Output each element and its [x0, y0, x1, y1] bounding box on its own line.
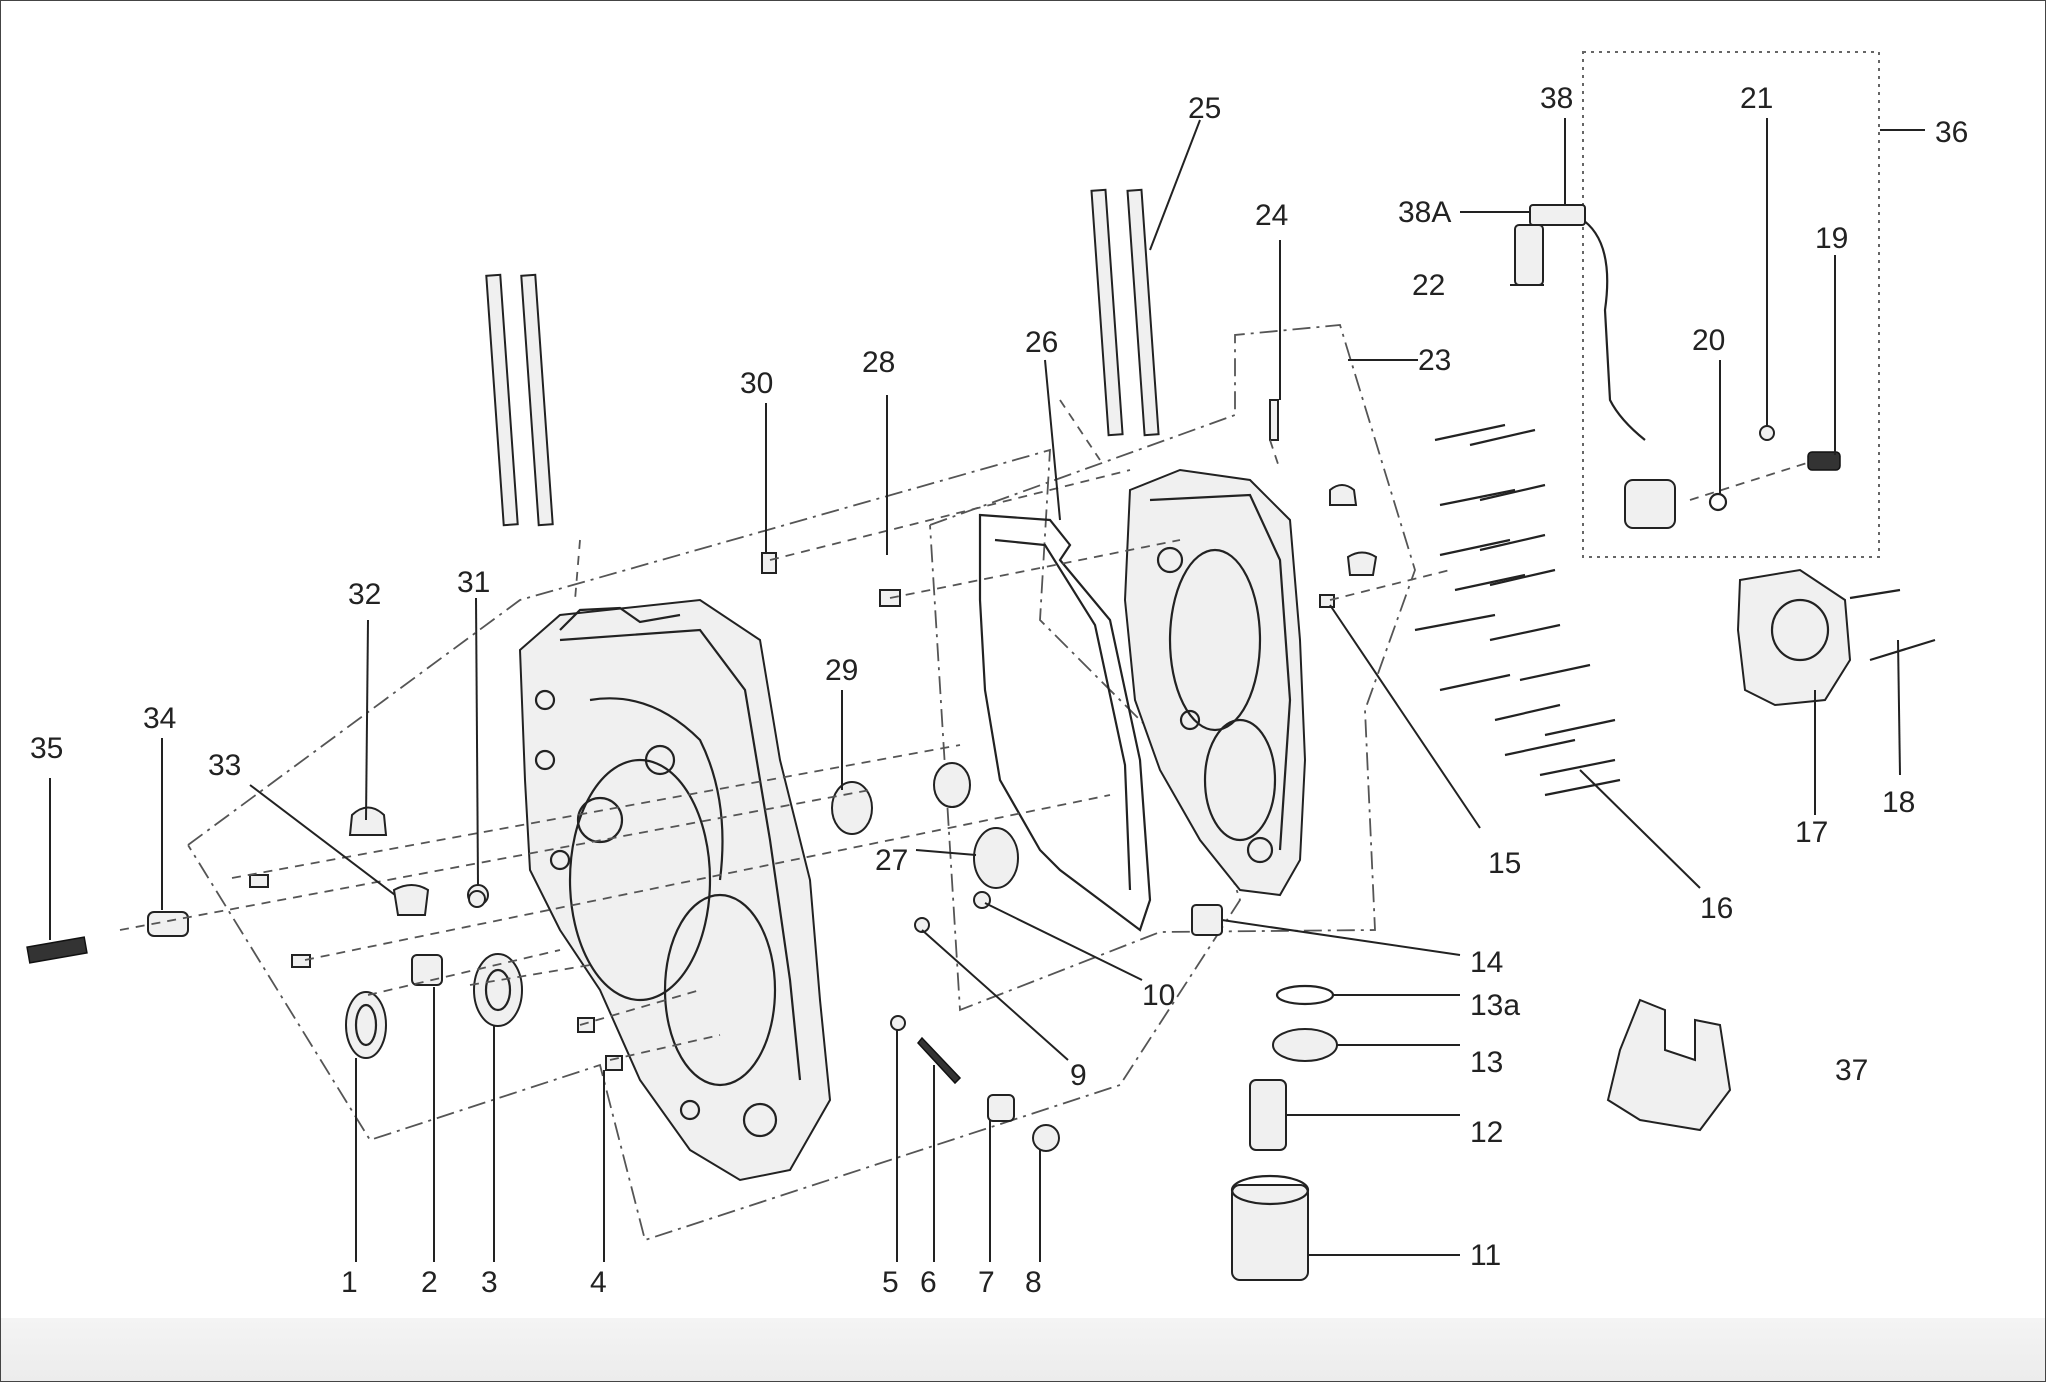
part-label: 23	[1418, 344, 1451, 377]
gasket	[978, 513, 1152, 932]
filter-adapter	[1249, 1079, 1287, 1151]
part-label: 13	[1470, 1046, 1503, 1079]
assembly-boundary-right	[929, 324, 1416, 1012]
part-label: 18	[1882, 786, 1915, 819]
right-crankcase	[1123, 468, 1307, 897]
sensor-wire	[1579, 217, 1646, 441]
alignment-lines	[119, 399, 1811, 1061]
part-label: 22	[1412, 269, 1445, 302]
part-label: 8	[1025, 1266, 1042, 1299]
part-label: 33	[208, 749, 241, 782]
cap-part	[392, 884, 430, 916]
exploded-parts-diagram: 1 2 3 4 5 6 7 8 9 10 11 12 13 13a 14 15 …	[26, 51, 1968, 1299]
part-label: 35	[30, 732, 63, 765]
part-label: 12	[1470, 1116, 1503, 1149]
fitting	[987, 1094, 1015, 1122]
part-label: 26	[1025, 326, 1058, 359]
part-label: 29	[825, 654, 858, 687]
threaded-stud	[26, 936, 88, 964]
part-number-labels: 1 2 3 4 5 6 7 8 9 10 11 12 13 13a 14 15 …	[30, 82, 1968, 1299]
part-label: 4	[590, 1266, 607, 1299]
shaft	[917, 1036, 962, 1085]
guard-bracket	[1606, 998, 1732, 1132]
part-label: 13a	[1470, 989, 1520, 1022]
part-label: 17	[1795, 816, 1828, 849]
dowel-pin	[147, 911, 189, 937]
bushing	[411, 954, 443, 986]
part-label: 3	[481, 1266, 498, 1299]
bracket-part	[348, 806, 388, 836]
leader-lines	[49, 118, 1925, 1262]
part-label: 34	[143, 702, 176, 735]
part-label: 27	[875, 844, 908, 877]
part-label: 25	[1188, 92, 1221, 125]
oil-filter	[1231, 1184, 1309, 1281]
part-label: 21	[1740, 82, 1773, 115]
part-label: 11	[1470, 1239, 1501, 1272]
part-label: 6	[920, 1266, 937, 1299]
part-label: 20	[1692, 324, 1725, 357]
part-label: 19	[1815, 222, 1848, 255]
part-label: 14	[1470, 946, 1503, 979]
part-label: 15	[1488, 847, 1521, 880]
studs-left	[485, 273, 554, 527]
filter-cap	[1272, 1028, 1338, 1062]
part-label: 24	[1255, 199, 1288, 232]
sensor-connector	[1514, 224, 1544, 286]
part-label: 38	[1540, 82, 1573, 115]
sensor-body	[1624, 479, 1676, 529]
part-label: 30	[740, 367, 773, 400]
part-label: 10	[1142, 979, 1175, 1012]
studs-right	[1090, 188, 1160, 437]
oil-pump	[1736, 568, 1852, 707]
part-label: 37	[1835, 1054, 1868, 1087]
bearing-left	[473, 953, 523, 1027]
washer	[1708, 492, 1728, 512]
part-label: 31	[457, 566, 490, 599]
pressure-switch	[1807, 451, 1841, 471]
left-crankcase	[518, 598, 832, 1182]
bearing-large	[973, 827, 1019, 889]
part-label: 7	[978, 1266, 995, 1299]
nut	[1032, 1124, 1060, 1152]
part-label: 38A	[1398, 196, 1451, 229]
assembly-boundary-left	[187, 448, 1241, 1242]
part-label: 9	[1070, 1059, 1087, 1092]
part-label: 5	[882, 1266, 899, 1299]
part-label: 16	[1700, 892, 1733, 925]
drain-plug	[1191, 904, 1223, 936]
bearing-small	[831, 781, 873, 835]
o-ring	[1275, 984, 1335, 1006]
part-label: 32	[348, 578, 381, 611]
small-nut	[1759, 425, 1775, 441]
part-label: 1	[341, 1266, 358, 1299]
part-label: 28	[862, 346, 895, 379]
part-label: 2	[421, 1266, 438, 1299]
viewer-bottom-bar	[1, 1318, 2045, 1381]
part-label: 36	[1935, 116, 1968, 149]
bolt-set	[1414, 423, 1621, 797]
oil-seal	[345, 991, 387, 1059]
